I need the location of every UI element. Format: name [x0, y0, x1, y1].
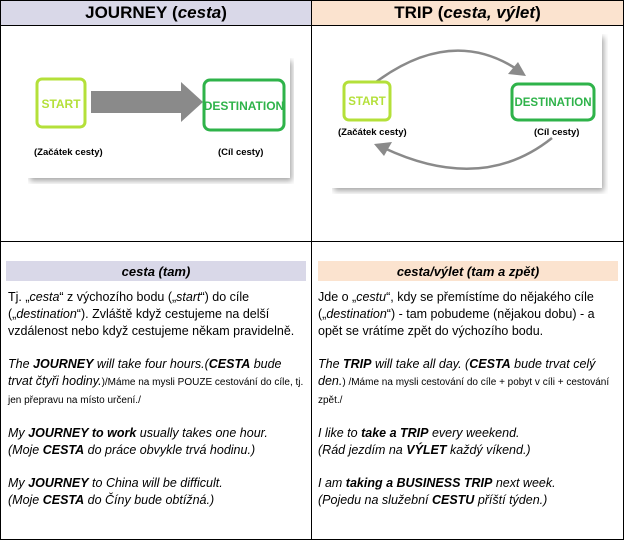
- journey-header: JOURNEY (cesta): [1, 1, 311, 25]
- diagram-divider: [0, 241, 624, 242]
- trip-destination-caption: (Cíl cesty): [534, 127, 579, 138]
- trip-example-2: I like to take a TRIP every weekend.(Rád…: [318, 426, 531, 457]
- trip-header-translation: cesta, výlet: [443, 3, 536, 22]
- trip-subheader: cesta/výlet (tam a zpět): [318, 261, 618, 281]
- journey-arrow: [91, 82, 203, 122]
- trip-outbound-arrow: [375, 49, 519, 84]
- trip-start-label: START: [348, 96, 385, 108]
- trip-header-word: TRIP: [394, 3, 433, 22]
- journey-destination-label: DESTINATION: [204, 99, 284, 113]
- journey-header-translation: cesta: [177, 3, 222, 22]
- trip-destination-label: DESTINATION: [514, 97, 591, 109]
- journey-column: Tj. „cesta“ z výchozího bodu („start“) d…: [8, 289, 306, 509]
- trip-example-1: The TRIP will take all day. (CESTA bude …: [318, 357, 610, 406]
- trip-start-caption: (Začátek cesty): [338, 127, 407, 138]
- trip-return-arrow: [383, 137, 553, 170]
- journey-start-label: START: [41, 97, 81, 111]
- journey-diagram: START DESTINATION (Začátek cesty) (Cíl c…: [28, 58, 294, 184]
- header-divider: [0, 25, 624, 26]
- trip-header: TRIP (cesta, výlet): [312, 1, 623, 25]
- trip-example-3: I am taking a BUSINESS TRIP next week.(P…: [318, 476, 556, 507]
- journey-subheader: cesta (tam): [6, 261, 306, 281]
- trip-outbound-arrowhead: [508, 62, 526, 76]
- journey-start-caption: (Začátek cesty): [34, 147, 103, 158]
- journey-example-1: The JOURNEY will take four hours.(CESTA …: [8, 357, 304, 406]
- trip-start-box: [342, 80, 392, 122]
- journey-header-word: JOURNEY: [85, 3, 168, 22]
- journey-example-3: My JOURNEY to China will be difficult.(M…: [8, 476, 223, 507]
- trip-return-arrowhead: [374, 142, 392, 156]
- trip-definition: Jde o „cestu“, kdy se přemístíme do něja…: [318, 290, 595, 338]
- column-divider: [311, 0, 312, 540]
- journey-definition: Tj. „cesta“ z výchozího bodu („start“) d…: [8, 290, 295, 338]
- trip-destination-box: [510, 82, 596, 122]
- journey-destination-caption: (Cíl cesty): [218, 147, 263, 158]
- journey-example-2: My JOURNEY to work usually takes one hou…: [8, 426, 268, 457]
- journey-start-box: [35, 77, 87, 129]
- trip-column: Jde o „cestu“, kdy se přemístíme do něja…: [318, 289, 618, 509]
- journey-destination-box: [202, 78, 286, 132]
- trip-diagram: START DESTINATION (Začátek cesty) (Cíl c…: [332, 34, 608, 194]
